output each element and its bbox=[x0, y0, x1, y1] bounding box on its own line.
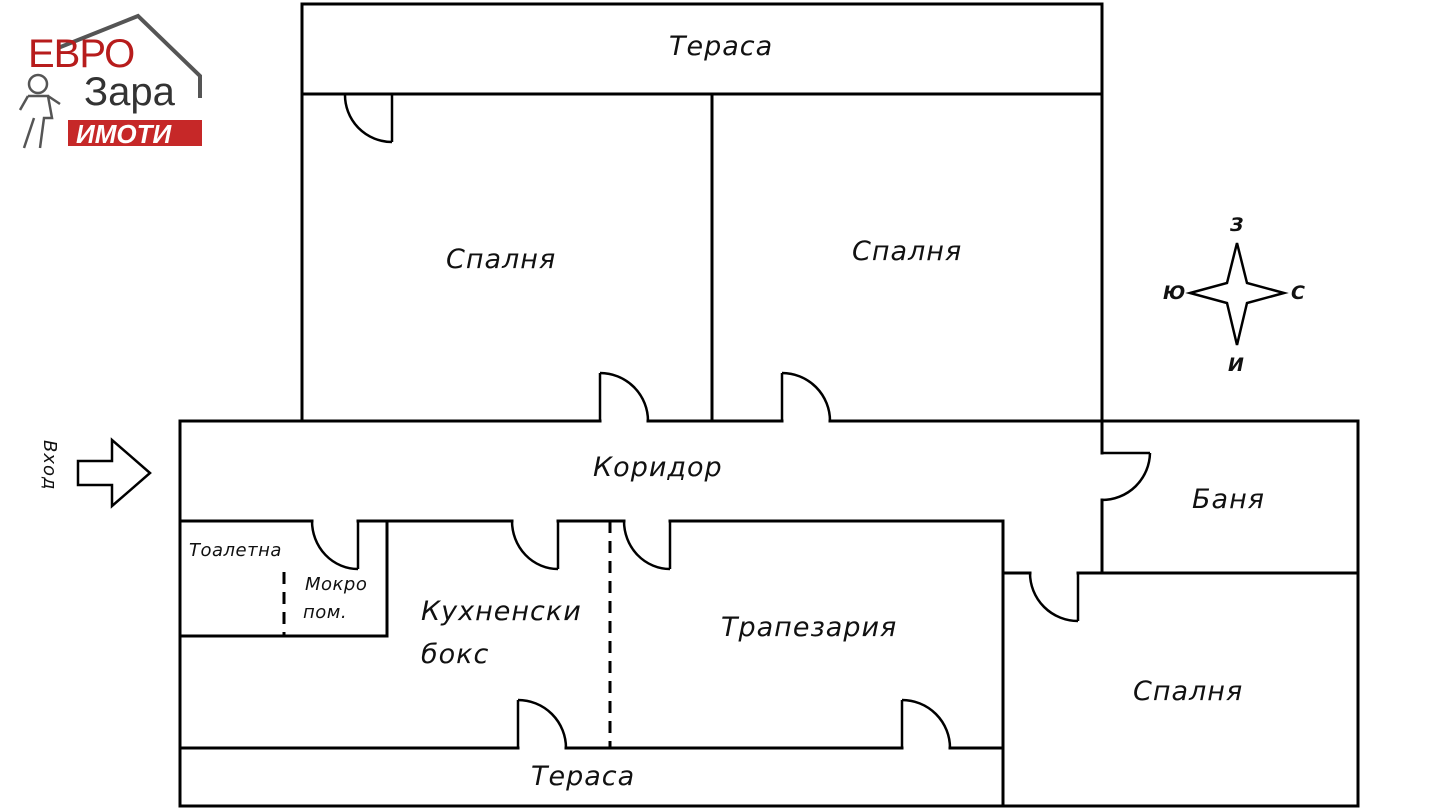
entrance-arrow-icon bbox=[76, 437, 152, 509]
door-swing bbox=[343, 93, 393, 144]
door-swing bbox=[310, 520, 359, 571]
compass-west-label: Ю bbox=[1163, 282, 1186, 304]
label-terrace-top: Тераса bbox=[669, 31, 774, 62]
label-bathroom: Баня bbox=[1192, 484, 1265, 515]
door-swing bbox=[599, 371, 650, 422]
label-terrace-bottom: Тераса bbox=[531, 761, 636, 792]
logo-roof-line bbox=[57, 13, 202, 98]
compass-south-label: И bbox=[1228, 354, 1244, 376]
logo-text-evro: ЕВРО bbox=[28, 32, 135, 76]
label-kitchen-line2: бокс bbox=[421, 639, 490, 670]
door-swing bbox=[517, 698, 568, 749]
label-toilet: Тоалетна bbox=[189, 540, 282, 561]
label-bedroom-3: Спалня bbox=[1133, 676, 1244, 707]
logo: ЕВРО Зара ИМОТИ bbox=[14, 10, 214, 155]
label-dining: Трапезария bbox=[721, 612, 898, 643]
door-swing bbox=[622, 520, 671, 571]
logo-figure-icon bbox=[18, 73, 61, 149]
label-bedroom-1: Спалня bbox=[446, 244, 557, 275]
label-wet-room-line1: Мокро bbox=[305, 574, 368, 595]
compass-east-label: С bbox=[1291, 282, 1305, 304]
door-swing bbox=[1028, 572, 1079, 623]
label-bedroom-2: Спалня bbox=[852, 236, 963, 267]
logo-text-imoti: ИМОТИ bbox=[76, 119, 172, 149]
label-entrance: Вход bbox=[39, 440, 60, 491]
door-swing bbox=[781, 371, 832, 422]
door-swing bbox=[510, 520, 559, 571]
label-kitchen-line1: Кухненски bbox=[421, 596, 582, 627]
compass-north-label: З bbox=[1230, 214, 1244, 236]
compass-star-icon bbox=[1185, 242, 1289, 346]
logo-red-band bbox=[68, 120, 202, 146]
label-wet-room-line2: пом. bbox=[303, 602, 348, 623]
door-swing bbox=[1101, 452, 1152, 502]
door-swing bbox=[901, 698, 952, 749]
label-corridor: Коридор bbox=[593, 452, 723, 483]
logo-text-zara: Зара bbox=[84, 70, 175, 114]
